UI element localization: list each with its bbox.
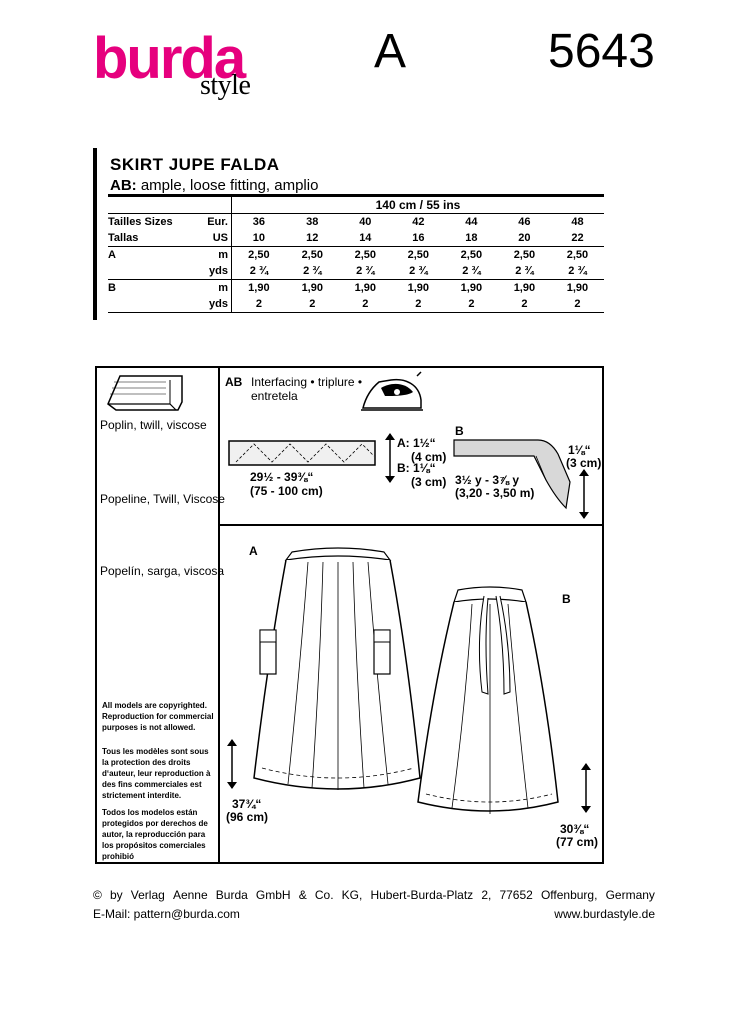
- skirt-b-drawing: [417, 586, 559, 814]
- copyright-es: Todos los modelos están protegidos por d…: [102, 808, 208, 861]
- tie-length: 3½ y - 3⅞ y: [455, 473, 520, 487]
- footer-email[interactable]: E-Mail: pattern@burda.com: [93, 907, 240, 921]
- tie-width-arrow: [579, 469, 589, 519]
- b-length: 30⅜“: [560, 822, 590, 836]
- copyright-en: All models are copyrighted. Reproduction…: [102, 701, 214, 732]
- brand-logo: burda: [93, 26, 246, 91]
- b-width-cm: (3 cm): [411, 475, 447, 489]
- band-length-cm: (75 - 100 cm): [250, 484, 323, 498]
- band-width-arrow: [385, 433, 395, 483]
- view-a-label: A: [249, 544, 258, 558]
- pattern-letter: A: [374, 25, 407, 78]
- view-b-label: B: [562, 592, 571, 606]
- copyright-fr: Tous les modèles sont sous la protection…: [102, 747, 211, 800]
- footer-website[interactable]: www.burdastyle.de: [554, 907, 655, 921]
- waistband-strip: [228, 440, 376, 466]
- brand-logo-style: style: [200, 70, 251, 101]
- interfacing-es-label: entretela: [251, 389, 298, 403]
- notions-b-label: B: [455, 424, 464, 438]
- page-title: SKIRT JUPE FALDA: [110, 155, 280, 174]
- pattern-number: 5643: [548, 25, 655, 78]
- fabric-width: 140 cm / 55 ins: [231, 194, 604, 214]
- box-divider-vertical: [218, 366, 220, 864]
- iron-icon: [361, 371, 423, 411]
- tie-width-cm: (3 cm): [566, 456, 602, 470]
- tie-width: 1⅛“: [568, 443, 591, 457]
- fabric-en: Poplin, twill, viscose: [100, 418, 207, 432]
- skirt-a-drawing: [253, 547, 421, 790]
- b-width: B: 1⅛“: [397, 461, 436, 475]
- tie-strip: [453, 439, 571, 510]
- pattern-box: [95, 366, 604, 864]
- a-width: A: 1½“: [397, 436, 436, 450]
- a-length-arrow: [227, 739, 237, 789]
- a-length: 37¾“: [232, 797, 262, 811]
- band-length: 29½ - 39⅜“: [250, 470, 314, 484]
- a-width-cm: (4 cm): [411, 450, 447, 464]
- fabric-es: Popelín, sarga, viscosa: [100, 564, 225, 578]
- b-length-cm: (77 cm): [556, 835, 599, 849]
- footer-contact: E-Mail: pattern@burda.com www.burdastyle…: [93, 907, 655, 921]
- b-length-arrow: [581, 763, 591, 813]
- page-subtitle: AB: ample, loose fitting, amplio: [110, 177, 319, 194]
- notions-ab-label: AB: [225, 375, 243, 389]
- size-label: Tailles Sizes: [108, 216, 173, 228]
- tie-length-m: (3,20 - 3,50 m): [455, 486, 535, 500]
- a-length-cm: (96 cm): [226, 810, 269, 824]
- box-divider-horizontal: [218, 524, 604, 526]
- fabric-de: Popeline, Twill, Viscose: [100, 492, 225, 506]
- interfacing-label: Interfacing • triplure •: [251, 375, 363, 389]
- fabric-roll-icon: [107, 375, 183, 411]
- title-bar: [93, 148, 97, 320]
